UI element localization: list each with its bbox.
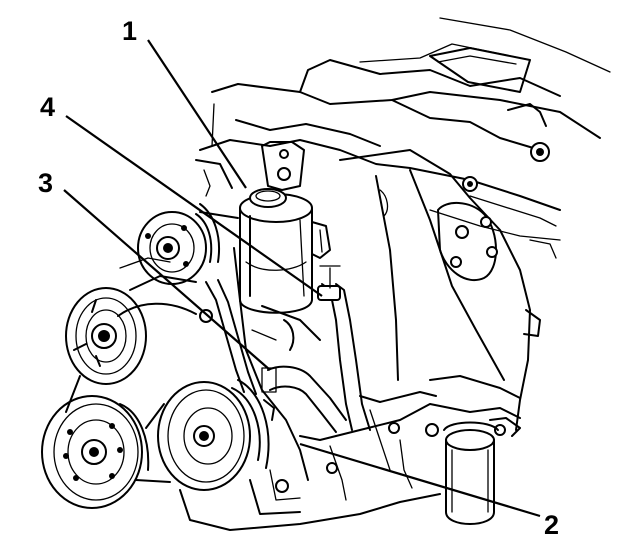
return-hose [317, 265, 371, 431]
power-steering-reservoir [239, 188, 331, 314]
callout-1: 1 [122, 16, 137, 46]
callout-2: 2 [544, 510, 559, 540]
left-accessory-pulley [65, 257, 197, 385]
callout-labels: 1 4 3 2 [38, 16, 559, 540]
callout-3: 3 [38, 168, 53, 198]
crankshaft-pulley [41, 395, 150, 509]
leader-4 [65, 115, 323, 297]
upper-engine-structure [195, 17, 611, 431]
leader-1 [147, 39, 247, 189]
oil-filter [443, 421, 499, 525]
power-steering-pump-pulley [157, 379, 270, 491]
pressure-hose [261, 365, 347, 433]
leader-2 [299, 442, 541, 518]
lower-engine-block [179, 375, 521, 531]
callout-4: 4 [40, 92, 55, 122]
callout-leaders [63, 39, 541, 518]
steering-pump-body [199, 247, 321, 481]
leader-3 [63, 189, 271, 371]
drive-belt [65, 211, 257, 483]
